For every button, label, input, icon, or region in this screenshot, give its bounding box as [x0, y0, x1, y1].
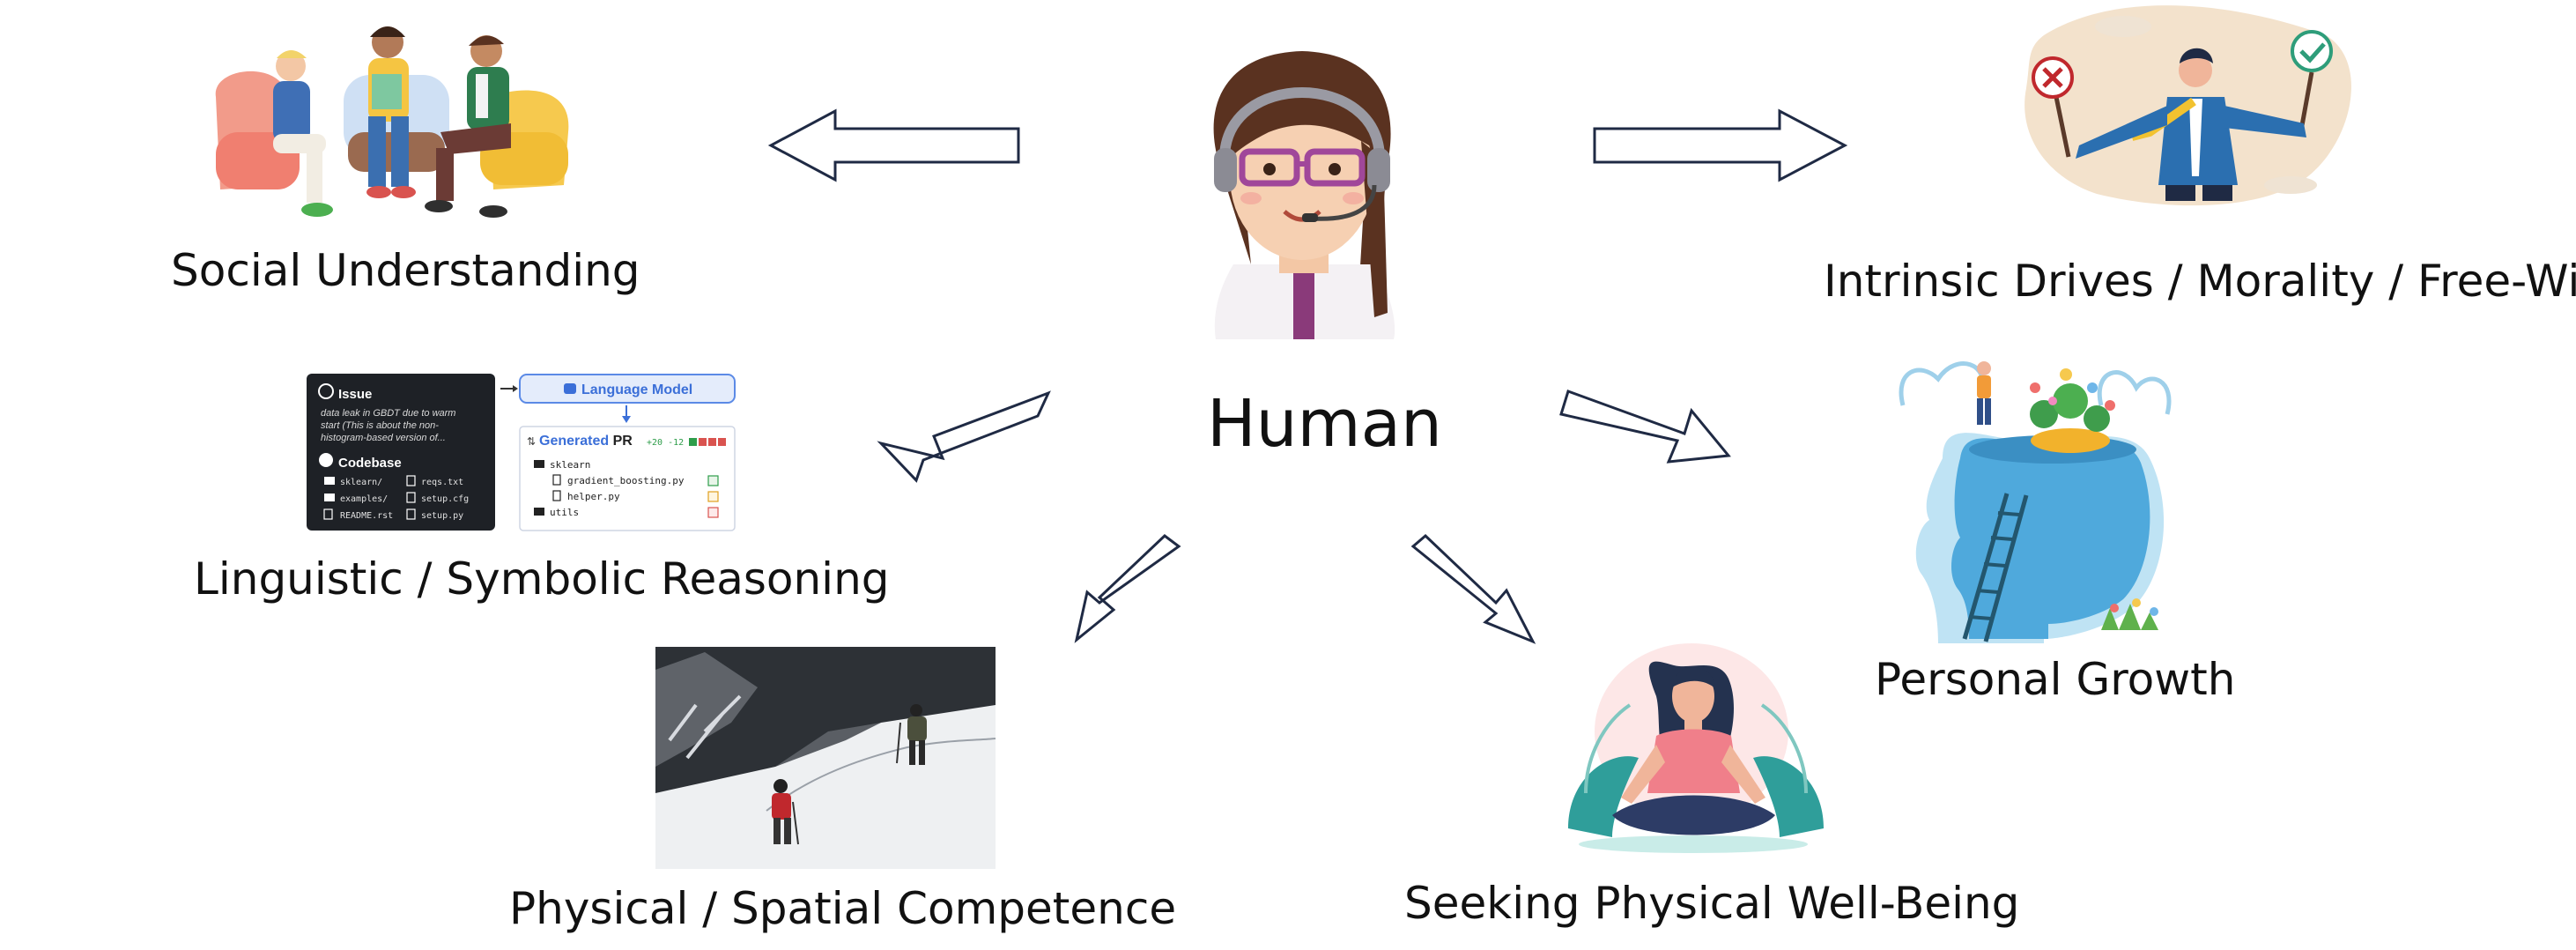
climber-near — [772, 779, 799, 845]
diff-stat: +20 -12 — [647, 438, 684, 448]
issue-text-line: data leak in GBDT due to warm — [321, 408, 455, 419]
center-node-label: Human — [1207, 386, 1442, 462]
file-icon — [323, 508, 333, 520]
human-with-headset-illustration — [1213, 51, 1395, 339]
codebase-file: reqs.txt — [421, 478, 463, 487]
arrow-to-physical — [1074, 534, 1181, 643]
arrow-to-linguistic — [877, 390, 1051, 483]
model-icon — [564, 383, 576, 394]
mountaineers-on-snow-photo — [655, 647, 996, 869]
pr-prefix: Generated — [539, 434, 609, 449]
svg-text:Generated PR: Generated PR — [539, 434, 633, 449]
file-icon — [406, 492, 416, 503]
head-with-garden-and-ladder-illustration — [1899, 361, 2172, 643]
node-label-wellbeing: Seeking Physical Well-Being — [1404, 878, 2020, 929]
github-icon — [319, 453, 333, 467]
folder-icon — [324, 494, 335, 501]
arrow-to-growth — [1559, 390, 1731, 464]
codebase-file: setup.py — [421, 511, 463, 521]
approve-sign-icon — [2291, 30, 2333, 72]
node-label-linguistic: Linguistic / Symbolic Reasoning — [194, 553, 890, 605]
arrow-to-intrinsic — [1593, 108, 1848, 182]
arrow-to-wellbeing — [1410, 533, 1536, 644]
file-icon — [552, 490, 561, 501]
codebase-file: setup.cfg — [421, 494, 469, 504]
folder-icon — [534, 508, 544, 516]
codebase-file: README.rst — [340, 511, 393, 521]
issue-title: Issue — [338, 387, 372, 402]
file-icon — [406, 508, 416, 520]
arrow-to-social — [767, 108, 1020, 182]
codebase-file: sklearn/ — [340, 478, 382, 487]
node-label-social: Social Understanding — [171, 245, 640, 296]
man-choosing-between-signs-illustration — [2025, 5, 2351, 206]
node-label-intrinsic: Intrinsic Drives / Morality / Free-Will — [1824, 256, 2576, 307]
people-talking-on-sofas-illustration — [215, 26, 569, 218]
codebase-file: examples/ — [340, 494, 388, 504]
model-label: Language Model — [581, 382, 692, 397]
meditating-woman-illustration — [1568, 643, 1824, 853]
pr-file: utils — [550, 507, 579, 518]
folder-icon — [324, 477, 335, 485]
node-label-growth: Personal Growth — [1875, 654, 2236, 705]
issue-text-line: histogram-based version of... — [321, 433, 446, 443]
climber-far — [896, 704, 927, 765]
small-person — [1977, 361, 1991, 425]
codebase-title: Codebase — [338, 456, 402, 471]
file-icon — [552, 474, 561, 486]
pr-icon: ⇅ — [527, 435, 536, 448]
pr-file: sklearn — [550, 459, 590, 471]
pr-suffix: PR — [613, 434, 633, 449]
issue-icon — [318, 383, 334, 399]
folder-icon — [534, 460, 544, 468]
issue-to-pull-request-screenshot: Issue data leak in GBDT due to warm star… — [307, 374, 736, 531]
issue-text-line: start (This is about the non- — [321, 420, 439, 431]
ladder — [1962, 493, 2029, 642]
node-label-physical: Physical / Spatial Competence — [509, 883, 1177, 934]
file-icon — [406, 475, 416, 486]
garden — [2030, 368, 2115, 453]
pr-file: helper.py — [567, 491, 620, 502]
pr-file: gradient_boosting.py — [567, 475, 685, 486]
